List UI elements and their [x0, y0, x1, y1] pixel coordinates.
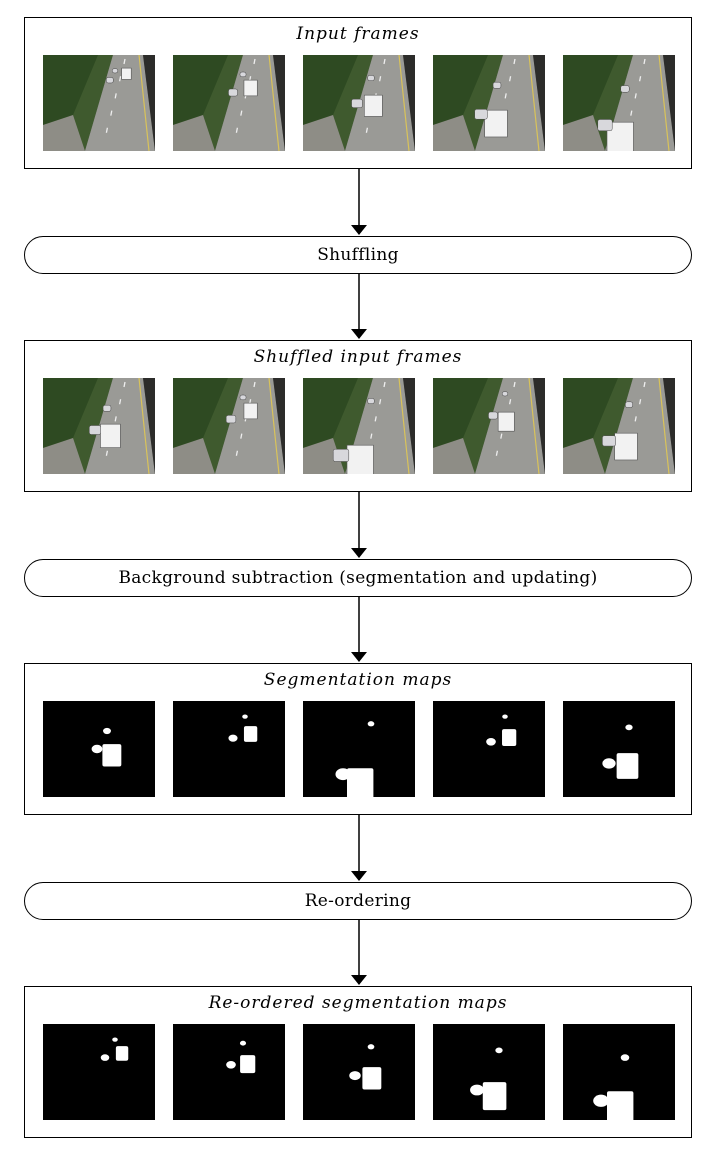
truck-vehicle: [121, 67, 132, 80]
car-blob: [242, 714, 248, 719]
truck-vehicle: [614, 432, 638, 461]
truck-vehicle: [497, 411, 515, 432]
video-frame: [303, 378, 415, 474]
car-blob: [470, 1084, 484, 1096]
truck-blob: [362, 1067, 382, 1090]
car-blob: [349, 1071, 361, 1081]
segmentation-map: [43, 701, 155, 797]
truck-vehicle: [484, 109, 508, 138]
car-blob: [625, 724, 633, 731]
car-blob: [100, 1054, 110, 1061]
segmentation-map: [433, 701, 545, 797]
car-vehicle: [367, 398, 375, 404]
panel-title: Input frames: [296, 24, 420, 44]
truck-blob: [616, 753, 639, 779]
car-vehicle: [488, 411, 498, 420]
truck-vehicle: [243, 79, 258, 97]
car-blob: [502, 714, 508, 719]
segmentation-map: [303, 701, 415, 797]
car-vehicle: [102, 404, 112, 412]
car-vehicle: [112, 68, 118, 74]
step-shuffling: Shuffling: [24, 236, 692, 274]
car-blob: [620, 1054, 630, 1061]
video-frame: [563, 55, 675, 151]
car-vehicle: [89, 425, 101, 435]
panel-title: Segmentation maps: [263, 670, 453, 690]
panel-title: Shuffled input frames: [253, 347, 463, 367]
panel-re-ordered-segmentation-maps: Re-ordered segmentation maps: [24, 986, 692, 1138]
car-vehicle: [228, 88, 238, 97]
video-frame: [303, 55, 415, 151]
car-blob: [239, 1040, 247, 1046]
car-blob: [593, 1094, 609, 1107]
panel-input-frames: Input frames: [24, 17, 692, 169]
car-vehicle: [239, 71, 247, 78]
car-vehicle: [597, 119, 613, 132]
truck-blob: [607, 1091, 634, 1120]
segmentation-map: [303, 1024, 415, 1120]
segmentation-map: [563, 1024, 675, 1120]
car-blob: [486, 738, 496, 746]
panel-segmentation-maps: Segmentation maps: [24, 663, 692, 815]
truck-blob: [102, 744, 122, 767]
truck-blob: [502, 729, 517, 746]
segmentation-map: [173, 1024, 285, 1120]
segmentation-map: [563, 701, 675, 797]
car-vehicle: [492, 81, 502, 89]
car-vehicle: [225, 415, 237, 424]
car-blob: [103, 727, 111, 735]
step-background-subtraction: Background subtraction (segmentation and…: [24, 559, 692, 597]
video-frame: [433, 55, 545, 151]
car-vehicle: [625, 401, 633, 408]
car-vehicle: [474, 109, 488, 120]
car-vehicle: [502, 391, 508, 397]
car-vehicle: [620, 85, 630, 93]
truck-vehicle: [364, 94, 383, 117]
video-frame: [173, 378, 285, 474]
truck-vehicle: [243, 402, 258, 420]
car-blob: [335, 768, 351, 781]
car-blob: [91, 744, 103, 754]
truck-blob: [240, 1055, 256, 1074]
video-frame: [173, 55, 285, 151]
car-blob: [495, 1047, 503, 1054]
panel-shuffled-input-frames: Shuffled input frames: [24, 340, 692, 492]
car-blob: [226, 1061, 236, 1069]
segmentation-map: [433, 1024, 545, 1120]
car-vehicle: [602, 435, 616, 447]
truck-vehicle: [346, 444, 374, 474]
car-vehicle: [332, 448, 350, 462]
car-blob: [228, 734, 238, 742]
panel-title: Re-ordered segmentation maps: [208, 993, 508, 1013]
truck-vehicle: [100, 423, 121, 448]
video-frame: [563, 378, 675, 474]
car-blob: [602, 758, 616, 769]
video-frame: [433, 378, 545, 474]
video-frame: [43, 55, 155, 151]
segmentation-map: [173, 701, 285, 797]
car-vehicle: [367, 75, 375, 81]
truck-blob: [243, 726, 258, 742]
car-blob: [112, 1037, 118, 1042]
car-blob: [367, 1044, 375, 1050]
truck-blob: [115, 1046, 129, 1061]
step-re-ordering: Re-ordering: [24, 882, 692, 920]
car-blob: [367, 721, 375, 727]
car-vehicle: [106, 77, 114, 84]
truck-blob: [347, 768, 374, 797]
video-frame: [43, 378, 155, 474]
car-vehicle: [239, 394, 247, 401]
car-vehicle: [351, 98, 363, 108]
segmentation-map: [43, 1024, 155, 1120]
truck-blob: [482, 1082, 507, 1111]
